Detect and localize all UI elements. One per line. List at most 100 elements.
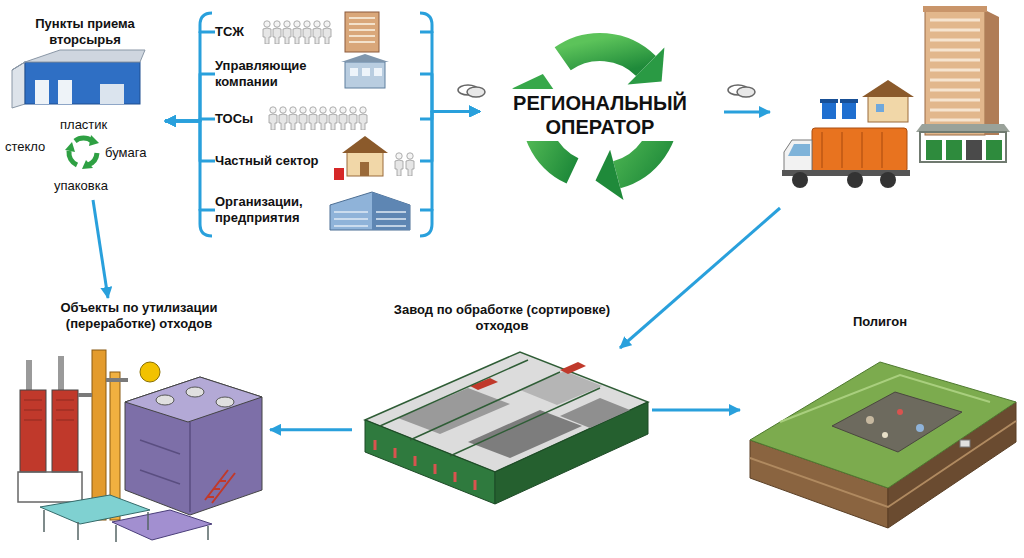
flow-arrow [652, 409, 740, 412]
warehouse-icon [12, 50, 145, 70]
recycling-facility: Объекты по утилизации (переработке) отхо… [8, 298, 270, 546]
processing-machinery [125, 377, 262, 515]
container-shed [916, 124, 1010, 162]
sorting-plant [560, 362, 586, 374]
house-icon [334, 168, 344, 180]
office-icon [345, 62, 385, 88]
people-icons [263, 21, 414, 176]
apartment-icon [345, 12, 379, 52]
processing-machinery [58, 356, 64, 392]
apartment-building [923, 6, 999, 135]
office-icon [341, 54, 389, 88]
company-icon [330, 192, 410, 230]
recycle-icon [82, 160, 93, 169]
recycle-icon [75, 138, 92, 141]
apartment-building [923, 6, 987, 12]
sorting-plant [365, 352, 648, 504]
flow-arrow [420, 111, 480, 161]
house-icon [347, 152, 383, 176]
warehouse-icon [58, 80, 72, 104]
processing-machinery [24, 400, 74, 420]
container-shed [966, 140, 982, 160]
processing-machinery [140, 422, 190, 512]
people-icons [406, 153, 414, 176]
source-item: Частный сектор [215, 146, 420, 176]
people-icons [313, 21, 321, 44]
warehouse-icon [25, 62, 140, 104]
cottage [868, 96, 908, 122]
apartment-icon [345, 12, 379, 52]
flow-arrow [420, 32, 480, 111]
node-label: Управляющие компании [215, 58, 330, 89]
recycle-icon [69, 151, 77, 165]
sorting-plant [560, 398, 630, 428]
container-shed [916, 124, 1010, 132]
node-label: Частный сектор [215, 153, 319, 169]
processing-machinery [18, 472, 82, 502]
garbage-truck [792, 172, 808, 188]
warehouse-icon [12, 50, 145, 108]
company-icon [372, 192, 410, 230]
processing-machinery [18, 350, 262, 542]
flow-arrow [165, 74, 215, 121]
processing-machinery [52, 390, 78, 472]
container-shed [986, 140, 1002, 160]
landfill [897, 409, 903, 415]
people-icons [279, 107, 287, 130]
people-icons [359, 107, 367, 130]
apartment-building [985, 10, 999, 135]
processing-machinery [140, 362, 160, 382]
people-icons [329, 107, 337, 130]
processing-machinery [44, 510, 208, 542]
recycling-symbol [596, 150, 624, 200]
bracket-hooks [200, 13, 212, 33]
office-icon [362, 68, 370, 76]
garbage-truck [812, 128, 907, 172]
recycling-symbol [628, 48, 665, 85]
waste-bins [822, 102, 836, 119]
landfill [832, 392, 962, 452]
processing-machinery [186, 387, 204, 397]
flow-arrow [165, 32, 215, 121]
container-shed [926, 140, 942, 160]
source-item: ТОСы [215, 104, 420, 134]
people-icons [323, 21, 331, 44]
processing-machinery [205, 470, 235, 503]
people-icons [293, 21, 301, 44]
landfill [882, 432, 888, 438]
flow-arrow [420, 111, 480, 210]
garbage-truck [784, 140, 812, 172]
waste-bins [820, 99, 838, 103]
apartment-icon [349, 18, 375, 42]
cottage [876, 104, 884, 112]
recycle-icon [89, 135, 99, 146]
node-label: РЕГИОНАЛЬНЫЙ ОПЕРАТОР [492, 89, 708, 141]
node-label: Объекты по утилизации (переработке) отхо… [24, 300, 254, 331]
apartment-building [925, 10, 985, 135]
people-icons [349, 107, 357, 130]
handshake-icon [737, 87, 755, 97]
flow-arrow [724, 111, 770, 114]
source-item: Управляющие компании [215, 52, 420, 96]
landfill [750, 362, 1016, 528]
office-icon [341, 54, 389, 62]
node-label: Полигон [853, 314, 907, 330]
garbage-truck [788, 144, 810, 156]
flow-arrow [165, 121, 215, 161]
flow-arrow [420, 74, 480, 111]
company-icon [330, 192, 410, 230]
node-label: ТОСы [215, 111, 253, 127]
source-item: ТСЖ [215, 18, 420, 46]
office-icon [350, 68, 358, 76]
bracket-hooks [420, 209, 432, 236]
people-icons [309, 107, 317, 130]
node-label: Пункты приема вторсырья [15, 16, 155, 47]
container-shed [920, 132, 1006, 162]
people-icons [273, 21, 281, 44]
collection-point: Пункты приема вторсырья [5, 12, 165, 200]
recycle-icon [65, 135, 99, 169]
processing-machinery [125, 377, 262, 422]
office-icon [374, 68, 382, 76]
processing-machinery [216, 397, 234, 407]
